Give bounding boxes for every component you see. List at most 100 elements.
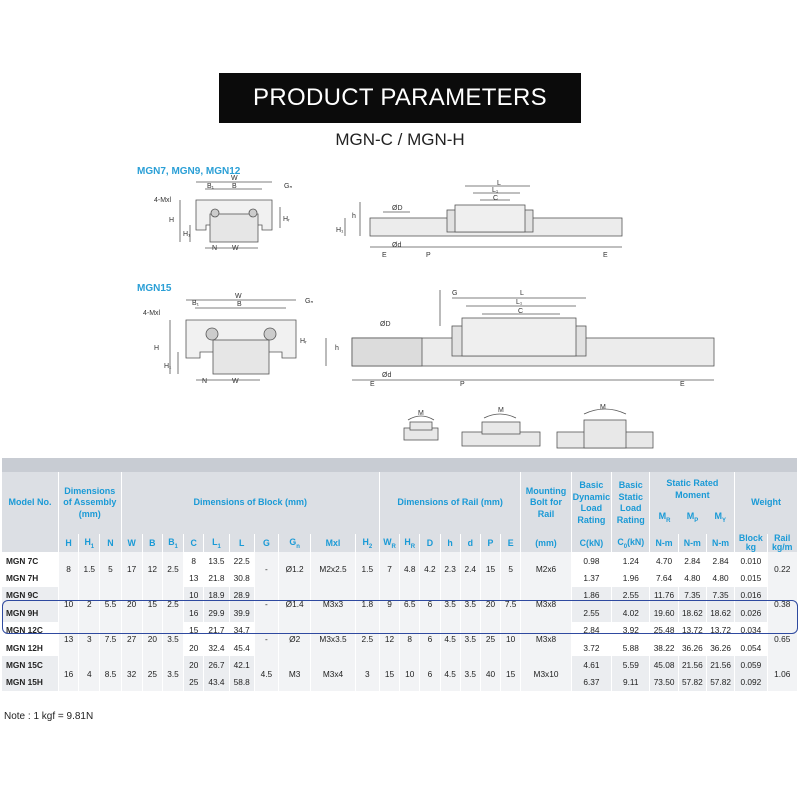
- cell: 36.26: [678, 638, 707, 657]
- note: Note : 1 kgf = 9.81N: [4, 711, 94, 722]
- svg-text:Hᵣ: Hᵣ: [283, 216, 290, 223]
- cell: 57.82: [706, 673, 736, 692]
- svg-text:H₁: H₁: [164, 363, 172, 370]
- cell: 2.84: [706, 552, 736, 570]
- sym-WR: WR: [379, 534, 401, 552]
- sym-L: L: [229, 534, 255, 552]
- cell: 21.8: [203, 569, 230, 587]
- sym-D: D: [419, 534, 441, 552]
- svg-text:P: P: [426, 252, 431, 259]
- cell: MGN 15H: [2, 673, 60, 692]
- sym-H: H: [58, 534, 80, 552]
- cell: 6: [419, 656, 441, 692]
- cell: -: [254, 552, 280, 587]
- cell: 8: [58, 552, 80, 587]
- cell: 32.4: [203, 638, 230, 657]
- cell: 6.5: [399, 586, 421, 622]
- cell: 45.4: [229, 638, 255, 657]
- moment-icon-labels: M M M: [418, 404, 606, 417]
- cell: 0.010: [734, 552, 768, 570]
- small-side-dims: L L₁ C ØD Ød h H₁ E P E: [336, 180, 608, 259]
- th-mp: MP: [686, 511, 699, 525]
- large-side-dims: G L L₁ C ØD Ød h E P E: [335, 290, 685, 388]
- svg-text:L: L: [497, 180, 501, 187]
- cell: 0.016: [734, 586, 768, 605]
- cell: 7.64: [649, 569, 679, 587]
- large-side-view: [325, 290, 715, 381]
- svg-text:B₁: B₁: [192, 300, 200, 307]
- cell: 1.96: [611, 569, 651, 587]
- cell: 7.35: [678, 586, 707, 605]
- cell: Ø1.4: [278, 586, 312, 622]
- cell: 15: [142, 586, 163, 622]
- cell: M2x6: [520, 552, 572, 587]
- cell: 57.82: [678, 673, 707, 692]
- svg-text:M: M: [498, 407, 504, 414]
- svg-text:4-Mxl: 4-Mxl: [154, 197, 172, 204]
- cell: M3x10: [520, 656, 572, 692]
- cell: 2.55: [611, 586, 651, 605]
- cell: 18.62: [706, 604, 736, 622]
- cell: 3.5: [162, 656, 185, 692]
- small-side-view: [344, 185, 623, 248]
- svg-text:P: P: [460, 381, 465, 388]
- svg-text:L₁: L₁: [516, 299, 523, 306]
- cell: M3: [278, 656, 312, 692]
- cell: 12: [379, 621, 401, 657]
- cell: 5.5: [99, 586, 122, 622]
- svg-text:B: B: [237, 301, 242, 308]
- svg-text:B₁: B₁: [207, 183, 215, 190]
- cell: 4.02: [611, 604, 651, 622]
- cell: 0.22: [767, 552, 798, 587]
- cell: 22.5: [229, 552, 255, 570]
- cell: 13.5: [203, 552, 230, 570]
- th-mr: MR: [658, 511, 671, 525]
- cell: 6: [419, 586, 441, 622]
- cell: 19.60: [649, 604, 679, 622]
- cell: 3.92: [611, 621, 651, 639]
- svg-text:N: N: [202, 378, 207, 385]
- cell: 4.5: [440, 621, 461, 657]
- cell: 0.026: [734, 604, 768, 622]
- svg-text:Gₙ: Gₙ: [284, 183, 292, 190]
- sym-W: W: [121, 534, 143, 552]
- cell: 29.9: [203, 604, 230, 622]
- cell: -: [254, 621, 280, 657]
- cell: 0.092: [734, 673, 768, 692]
- th-bolt: Mounting Bolt for Rail: [520, 472, 572, 534]
- svg-text:H₁: H₁: [183, 231, 191, 238]
- sym-H2: H2: [355, 534, 380, 552]
- small-cross-dims: W B₁ B Gₙ 4-Mxl H H₁ N W Hᵣ: [154, 175, 292, 252]
- cell: 2.84: [571, 621, 613, 639]
- th-my: MY: [714, 511, 727, 525]
- sym-N: N: [99, 534, 122, 552]
- cell: 1.24: [611, 552, 651, 570]
- svg-text:N: N: [212, 245, 217, 252]
- cell: 0.38: [767, 586, 798, 622]
- banner-title: PRODUCT PARAMETERS: [219, 73, 581, 123]
- cell: 5: [500, 552, 522, 587]
- svg-text:C: C: [493, 195, 498, 202]
- cell: 43.4: [203, 673, 230, 692]
- svg-text:h: h: [352, 213, 356, 220]
- sym-B1: B1: [162, 534, 185, 552]
- svg-text:W: W: [232, 378, 239, 385]
- cell: 11.76: [649, 586, 679, 605]
- cell: 2.5: [162, 586, 185, 622]
- cell: 3: [78, 621, 101, 657]
- cell: 38.22: [649, 638, 679, 657]
- sym-bolt: (mm): [520, 534, 572, 552]
- svg-text:4-Mxl: 4-Mxl: [143, 310, 161, 317]
- parameters-table: Model No. Dimensions of Assembly (mm) Di…: [2, 458, 798, 692]
- cell: 13: [58, 621, 80, 657]
- cell: 4.61: [571, 656, 613, 674]
- cell: 16: [183, 604, 205, 622]
- cell: 15: [183, 621, 205, 639]
- sym-G: G: [254, 534, 280, 552]
- svg-text:E: E: [370, 381, 375, 388]
- cell: 2.5: [355, 621, 380, 657]
